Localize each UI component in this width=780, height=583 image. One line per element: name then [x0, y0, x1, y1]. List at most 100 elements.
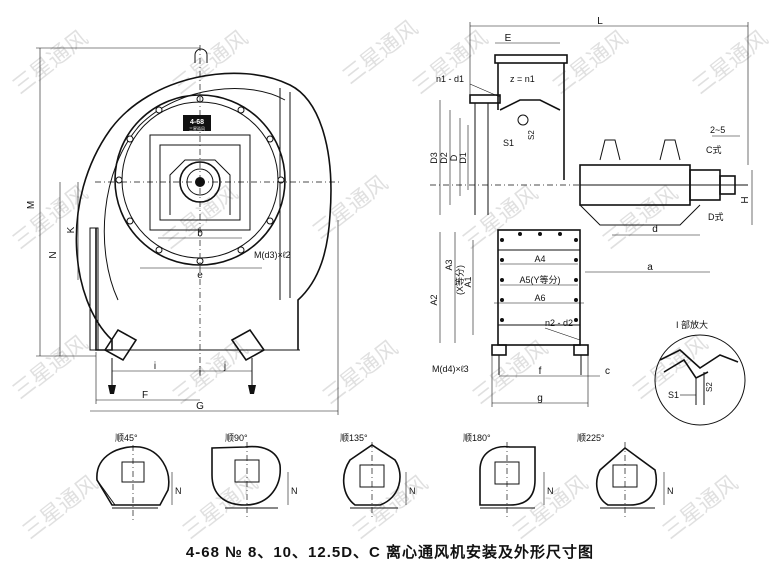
left-foot — [103, 328, 138, 362]
flange-bolt-holes — [115, 95, 285, 265]
watermark: 三星通风 — [168, 25, 253, 99]
bolt-hole — [500, 298, 504, 302]
anchor-bolt-right-head — [248, 385, 256, 394]
dim-e: e — [197, 270, 203, 281]
impeller-top — [499, 99, 561, 111]
watermark: 三星通风 — [8, 180, 93, 254]
foot-left — [491, 344, 507, 356]
mini-view-135: 顺135° N — [340, 433, 416, 520]
mini-casing — [96, 445, 170, 506]
bolt-hole — [115, 176, 123, 184]
mini-casing — [479, 445, 536, 506]
side-view: L E z = n1 n1 - d1 S1 S2 D3 D2 D D1 — [429, 16, 753, 407]
detail-S2: S2 — [705, 382, 714, 392]
dim-S2: S2 — [527, 130, 536, 140]
dim-G: G — [196, 401, 204, 412]
bolt-hole — [574, 318, 578, 322]
caption: 4-68 № 8、10、12.5D、C 离心通风机安装及外形尺寸图 — [186, 543, 594, 561]
mini-dim: N — [175, 486, 182, 496]
watermark: 三星通风 — [658, 470, 743, 544]
dim-X-eq: (X等分) — [454, 265, 465, 295]
dim-A2: A2 — [429, 294, 439, 305]
bolt-hole — [126, 217, 134, 225]
bolt-spec-2: M(d4)×ℓ3 — [432, 364, 469, 374]
mini-views: 顺45° N 顺90° N 顺135° N — [96, 433, 674, 520]
outlet-flange-top — [494, 54, 568, 64]
dim-E: E — [505, 33, 512, 44]
watermark: 三星通风 — [508, 470, 593, 544]
dim-S1: S1 — [503, 138, 514, 148]
bolt-spec: M(d3)×ℓ2 — [254, 250, 291, 260]
mini-casing — [342, 444, 401, 506]
watermark: 三星通风 — [178, 470, 263, 544]
bolt-hole — [266, 135, 274, 143]
dim-D2: D2 — [439, 152, 449, 164]
anchor-bolt-left-head — [108, 385, 116, 394]
bolt-hole — [237, 106, 245, 114]
front-view: 4-68 三星通风 M N K b e M(d3)×ℓ2 i j — [26, 45, 340, 415]
nameplate-model: 4-68 — [190, 119, 204, 126]
mini-view-225: 顺225° N — [577, 433, 674, 520]
bolt-hole — [500, 318, 504, 322]
detail-S1: S1 — [668, 390, 679, 400]
bolt-hole — [574, 298, 578, 302]
leader-n2d2 — [544, 327, 581, 341]
dim-A1: A1 — [463, 276, 473, 287]
dim-d: d — [652, 224, 658, 235]
detail-title: I 部放大 — [676, 319, 708, 330]
dim-D1: D1 — [458, 152, 468, 164]
dim-D: D — [449, 154, 459, 161]
mini-label: 顺45° — [115, 433, 138, 443]
dim-2-5: 2~5 — [710, 125, 725, 135]
mini-label: 顺135° — [340, 433, 368, 443]
frame-bolt-holes — [500, 232, 578, 322]
bearing-cap-left — [599, 139, 621, 161]
bolt-hole — [155, 246, 163, 254]
mini-outlet — [96, 479, 116, 506]
bolt-hole — [574, 258, 578, 262]
watermark: 三星通风 — [8, 330, 93, 404]
watermark: 三星通风 — [168, 335, 253, 409]
bolt-hole — [155, 106, 163, 114]
mini-dim: N — [409, 486, 416, 496]
lifting-lug — [194, 48, 208, 63]
mini-dim: N — [291, 486, 298, 496]
mini-casing — [211, 445, 281, 506]
mini-view-180: 顺180° N — [463, 433, 554, 520]
bolt-hole — [500, 258, 504, 262]
inlet-flange-side — [469, 94, 501, 104]
right-foot — [230, 328, 266, 362]
mini-label: 顺90° — [225, 433, 248, 443]
mini-dim: N — [547, 486, 554, 496]
label-C-type: C式 — [706, 144, 722, 155]
bearing-cap-right — [659, 139, 681, 161]
mini-view-90: 顺90° N — [211, 433, 298, 520]
dim-n1d1: n1 - d1 — [436, 74, 464, 84]
bolt-hole — [277, 176, 285, 184]
watermark: 三星通风 — [548, 25, 633, 99]
detail-circle — [654, 334, 746, 426]
bolt-hole — [518, 232, 522, 236]
foot-right — [573, 344, 589, 356]
mini-label: 顺225° — [577, 433, 605, 443]
bolt-hole — [538, 232, 542, 236]
dim-L: L — [597, 16, 603, 27]
dim-f: f — [539, 366, 542, 377]
dim-a: a — [647, 262, 653, 273]
detail-view: I 部放大 S1 S2 — [654, 319, 746, 426]
dim-i: i — [154, 361, 156, 372]
bolt-hole — [237, 246, 245, 254]
watermark: 三星通风 — [458, 180, 543, 254]
bolt-hole — [574, 238, 578, 242]
dim-A5: A5(Y等分) — [519, 274, 560, 285]
dim-b: b — [197, 228, 203, 239]
dim-A6: A6 — [534, 293, 545, 303]
bolt-hole — [266, 217, 274, 225]
dim-K: K — [66, 226, 77, 233]
watermark: 三星通风 — [18, 470, 103, 544]
detail-profile — [659, 349, 739, 370]
shaft-end — [719, 175, 736, 195]
mini-label: 顺180° — [463, 433, 491, 443]
